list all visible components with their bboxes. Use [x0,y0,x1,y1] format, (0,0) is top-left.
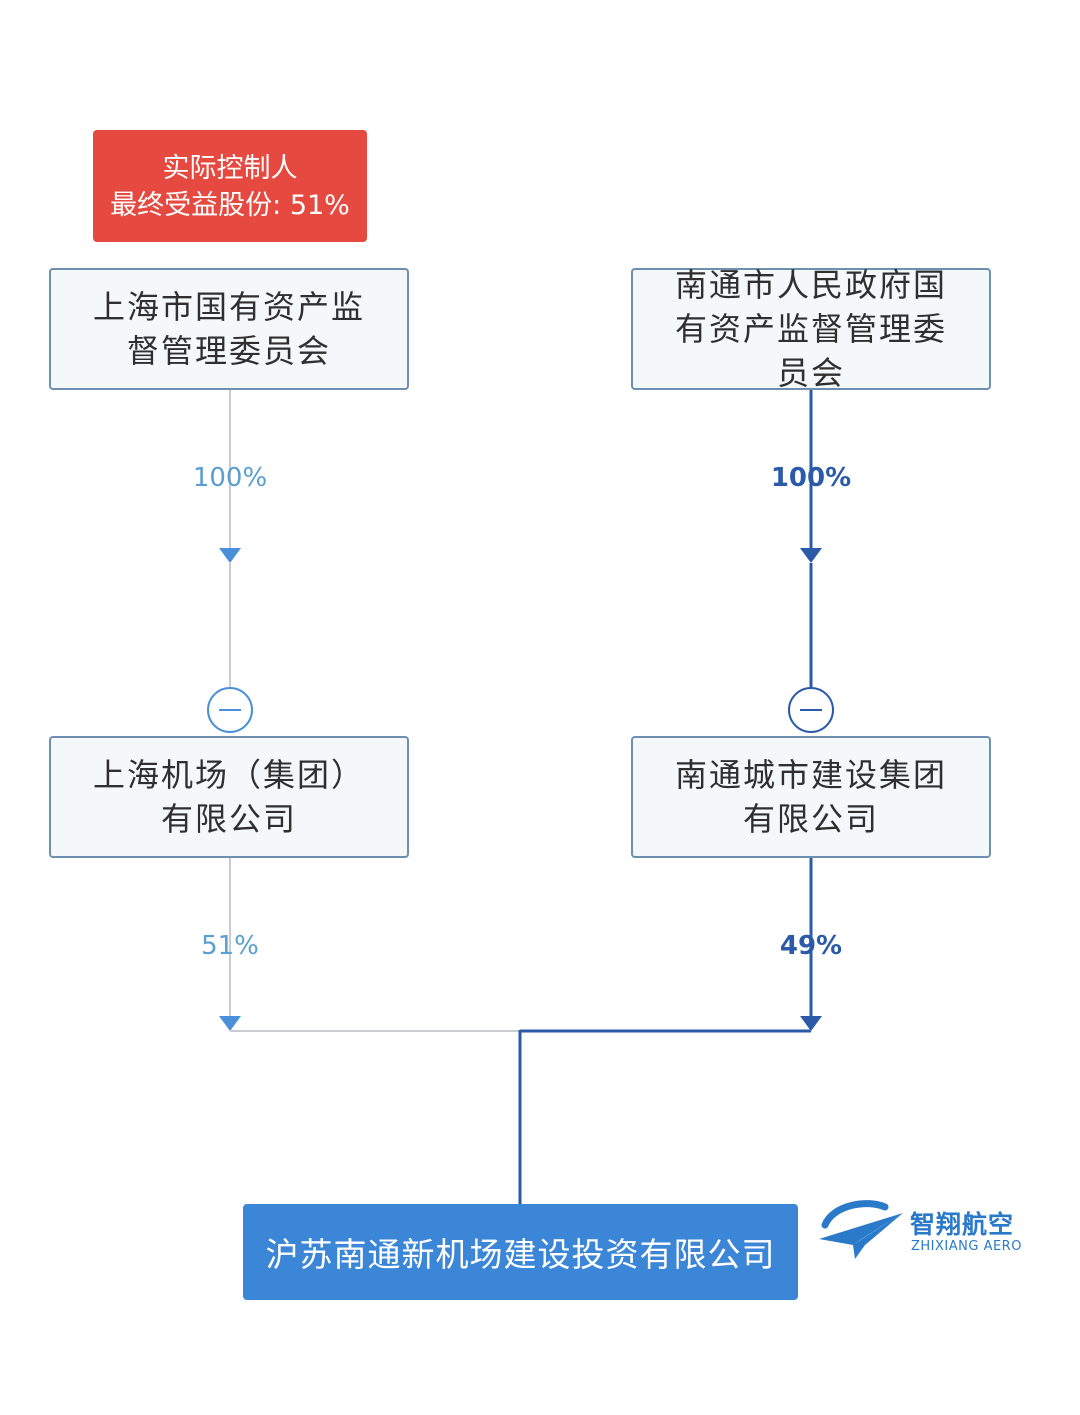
edge-label-nt-sasac-to-urban: 100% [770,463,852,493]
badge-title: 实际控制人 [162,153,298,184]
controller-badge: 实际控制人 最终受益股份: 51% [93,130,367,242]
node-shanghai-sasac[interactable]: 上海市国有资产监督管理委员会 [49,268,409,390]
node-nantong-sasac[interactable]: 南通市人民政府国有资产监督管理委员会 [631,266,991,392]
arrow-down-icon [800,548,822,563]
logo-name-cn: 智翔航空 [910,1210,1015,1239]
logo-name-en: ZHIXIANG AERO [911,1239,1022,1254]
node-label: 南通市人民政府国有资产监督管理委员会 [674,266,947,392]
edge-label-nt-urban-to-target: 49% [779,931,843,961]
arrow-down-icon [219,1016,241,1031]
arrow-down-icon [219,548,241,563]
arrow-down-icon [800,1016,822,1031]
target-label: 沪苏南通新机场建设投资有限公司 [265,1235,776,1274]
node-label: 南通城市建设集团有限公司 [674,756,947,838]
node-nantong-urban[interactable]: 南通城市建设集团有限公司 [631,736,991,858]
collapse-toggle-right[interactable] [788,687,834,733]
zhixiang-aero-logo: 智翔航空 ZHIXIANG AERO [815,1195,1025,1265]
edge-label-sh-sasac-to-airport: 100% [192,463,268,493]
badge-share: 最终受益股份: 51% [110,190,350,221]
node-target-company[interactable]: 沪苏南通新机场建设投资有限公司 [243,1204,798,1300]
node-label: 上海市国有资产监督管理委员会 [92,288,365,370]
node-shanghai-airport[interactable]: 上海机场（集团）有限公司 [49,736,409,858]
edge-label-sh-airport-to-target: 51% [201,931,259,961]
node-label: 上海机场（集团）有限公司 [92,756,365,838]
collapse-toggle-left[interactable] [207,687,253,733]
paper-plane-icon [819,1200,903,1259]
